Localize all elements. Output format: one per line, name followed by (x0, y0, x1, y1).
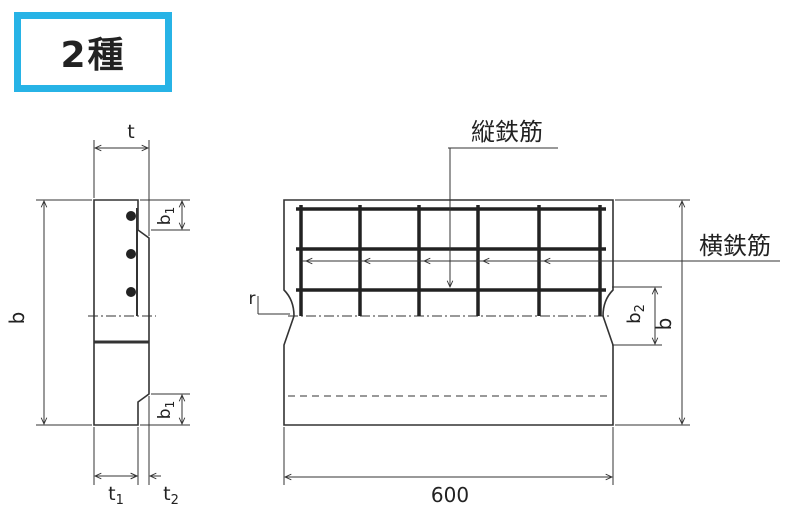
label-t1: t1 (108, 483, 124, 508)
label-600: 600 (431, 483, 469, 507)
elevation-outline (283, 199, 614, 426)
section-rebar-dots (126, 211, 136, 297)
rebar-dot (126, 249, 136, 259)
label-b-right: b (652, 318, 676, 331)
rebar-dot (126, 287, 136, 297)
label-vertical-rebar: 縦鉄筋 (471, 118, 543, 146)
callout-leaders (257, 147, 780, 315)
cross-section-view (88, 199, 156, 426)
label-t2: t2 (163, 483, 179, 508)
label-t: t (127, 121, 134, 143)
rebar-dot (126, 211, 136, 221)
label-b2: b2 (624, 304, 648, 324)
page-title: 2種 (60, 35, 126, 76)
label-r: r (249, 289, 256, 309)
title-badge: 2種 (14, 12, 172, 92)
rebar-mesh (296, 205, 606, 316)
section-outline (93, 199, 150, 426)
left-dimensions (36, 140, 190, 485)
label-b-left: b (5, 312, 29, 325)
label-horizontal-rebar: 横鉄筋 (699, 232, 771, 260)
right-dimensions (283, 199, 690, 485)
label-b1-top: b1 (155, 207, 177, 225)
front-elevation-view (283, 199, 614, 426)
label-b1-bottom: b1 (155, 401, 177, 419)
